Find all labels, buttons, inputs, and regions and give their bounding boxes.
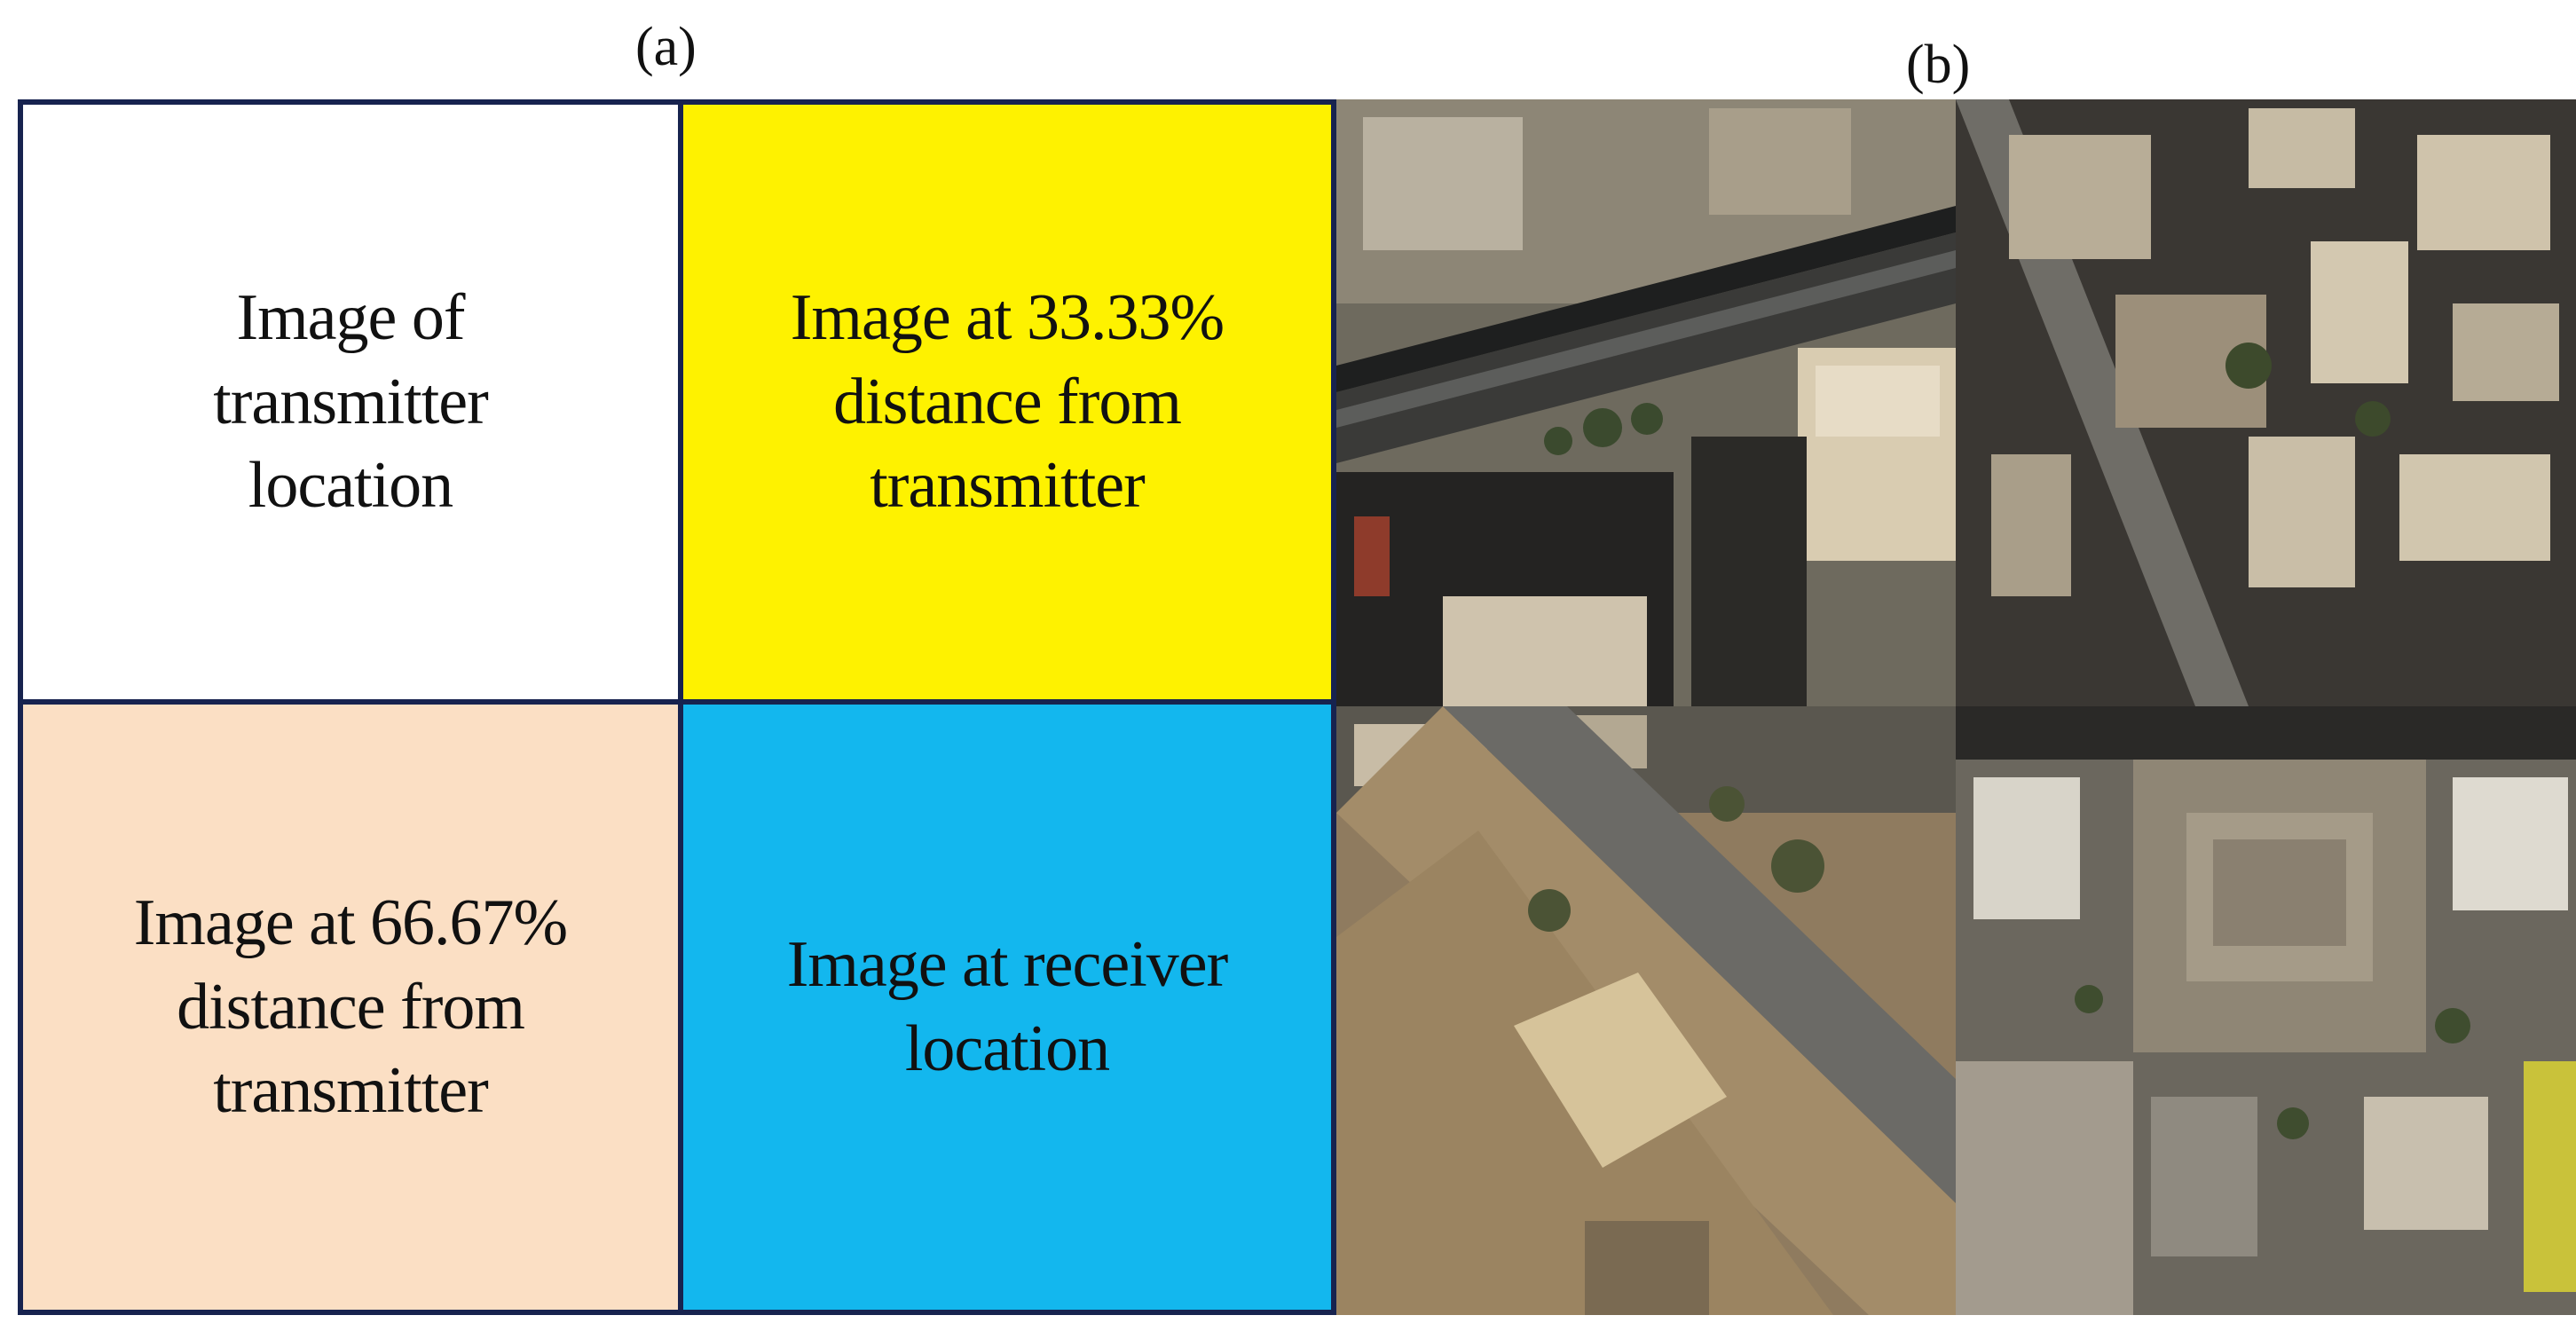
satellite-image-66-percent [1336, 706, 1956, 1315]
panel-a-label: (a) [635, 17, 697, 77]
receiver-location-cell: Image at receiver location [678, 699, 1336, 1315]
satellite-image-33-percent [1956, 99, 2576, 706]
transmitter-location-cell: Image of transmitter location [18, 99, 683, 705]
satellite-image-transmitter [1336, 99, 1956, 706]
panel-b-satellite-mosaic [1336, 99, 2576, 1315]
distance-33-cell: Image at 33.33% distance from transmitte… [678, 99, 1336, 705]
receiver-location-text: Image at receiver location [786, 928, 1229, 1085]
panel-a-diagram: Image of transmitter location Image at 3… [18, 99, 1336, 1315]
transmitter-location-text: Image of transmitter location [213, 280, 489, 523]
panel-b-label: (b) [1906, 35, 1971, 95]
distance-33-text: Image at 33.33% distance from transmitte… [790, 280, 1225, 523]
distance-66-cell: Image at 66.67% distance from transmitte… [18, 699, 683, 1315]
distance-66-text: Image at 66.67% distance from transmitte… [133, 886, 568, 1128]
satellite-image-receiver [1956, 706, 2576, 1315]
